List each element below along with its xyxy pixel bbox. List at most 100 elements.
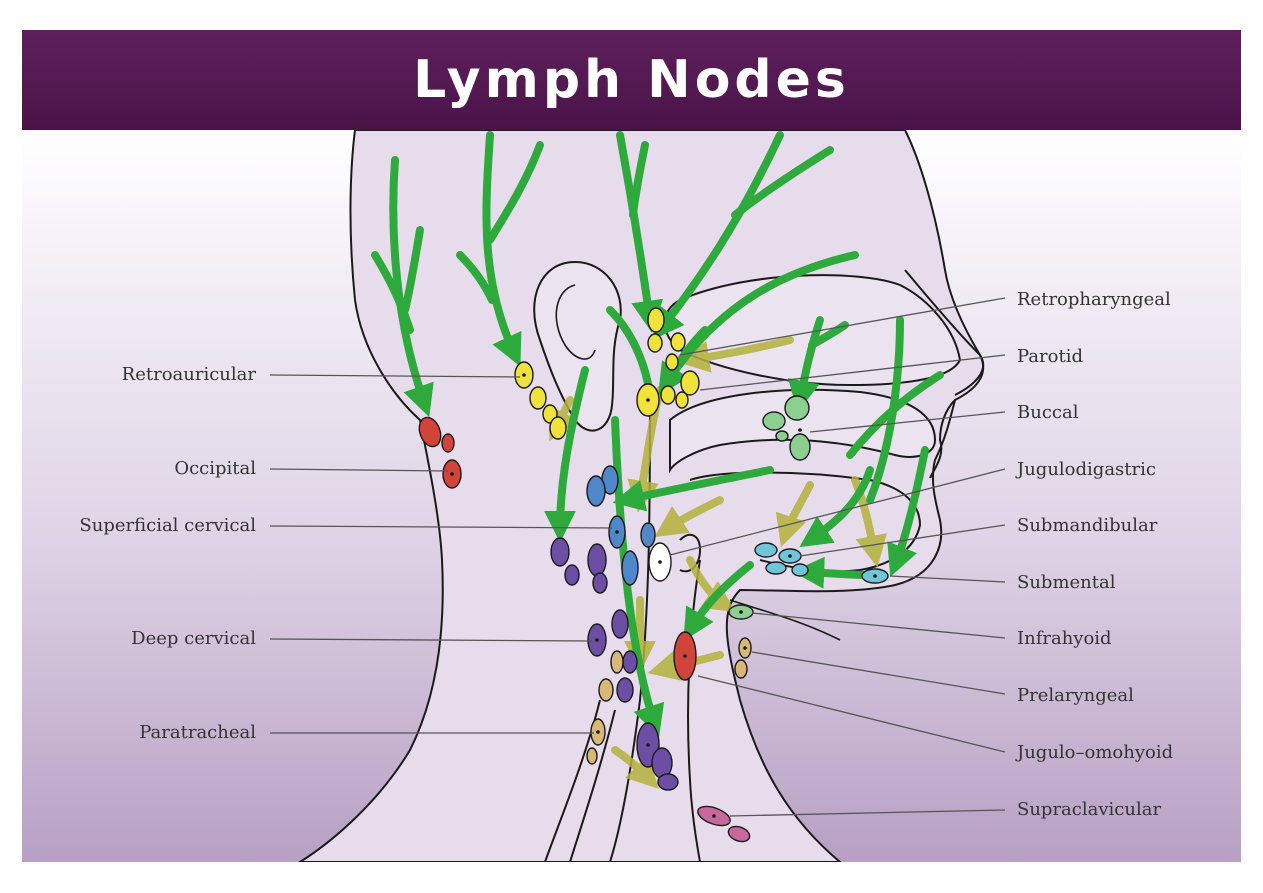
leader-supraclavicular bbox=[729, 809, 1006, 817]
green-arrow bbox=[544, 366, 589, 543]
nodes-paratracheal bbox=[586, 650, 624, 765]
node-paratracheal bbox=[610, 650, 624, 674]
node-deep-cervical bbox=[592, 572, 608, 594]
leader-prelaryngeal bbox=[751, 651, 1006, 695]
label-retroauricular: Retroauricular bbox=[121, 364, 256, 385]
node-superficial-cervical bbox=[586, 475, 606, 507]
node-superficial-cervical bbox=[640, 522, 656, 548]
green-arrows bbox=[371, 131, 944, 738]
node-buccal bbox=[789, 433, 811, 461]
oral-cavity bbox=[669, 388, 937, 474]
green-arrow bbox=[371, 251, 414, 334]
label-submandibular: Submandibular bbox=[1017, 515, 1158, 536]
node-occipital bbox=[441, 433, 455, 453]
green-arrow bbox=[612, 466, 774, 512]
label-retropharyngeal: Retropharyngeal bbox=[1017, 289, 1171, 310]
olive-arrow bbox=[686, 556, 736, 613]
green-arrow bbox=[808, 321, 849, 349]
olive-arrow bbox=[851, 476, 887, 568]
green-arrow bbox=[887, 446, 929, 577]
leader-parotid bbox=[699, 354, 1006, 391]
node-superficial-cervical bbox=[621, 550, 639, 586]
node-deep-cervical bbox=[622, 650, 638, 674]
label-jugulo-omohyoid: Jugulo–omohyoid bbox=[1017, 742, 1174, 763]
green-arrow bbox=[799, 466, 874, 548]
green-arrow bbox=[788, 316, 824, 413]
node-deep-cervical bbox=[611, 609, 629, 639]
green-arrow bbox=[482, 131, 522, 367]
node-deep-cervical bbox=[550, 537, 570, 567]
node-buccal bbox=[775, 430, 789, 442]
node-retroauricular bbox=[529, 386, 547, 410]
olive-arrow bbox=[775, 481, 814, 548]
leader-lines bbox=[269, 297, 1006, 817]
node-submandibular bbox=[791, 563, 809, 577]
node-paratracheal bbox=[586, 747, 598, 765]
label-deep-cervical: Deep cervical bbox=[131, 628, 256, 649]
node-supraclavicular bbox=[727, 825, 751, 843]
node-prelaryngeal bbox=[734, 659, 748, 679]
green-arrow bbox=[731, 146, 834, 219]
green-arrow bbox=[611, 416, 665, 738]
green-arrow bbox=[486, 141, 544, 244]
node-buccal bbox=[762, 411, 786, 431]
leader-jugulo-omohyoid bbox=[697, 675, 1006, 753]
nodes-submandibular bbox=[754, 542, 809, 577]
green-arrow bbox=[846, 371, 944, 459]
node-parotid bbox=[665, 353, 679, 371]
node-paratracheal bbox=[598, 678, 614, 702]
leader-deep-cervical bbox=[269, 638, 593, 642]
leader-buccal bbox=[809, 411, 1006, 433]
olive-arrow bbox=[677, 336, 794, 373]
green-arrow bbox=[792, 556, 874, 589]
green-arrow bbox=[629, 141, 649, 219]
node-retroauricular bbox=[549, 416, 567, 440]
node-deep-cervical bbox=[587, 543, 607, 577]
label-paratracheal: Paratracheal bbox=[139, 722, 256, 743]
esophagus-inner bbox=[569, 709, 616, 862]
label-superficial-cervical: Superficial cervical bbox=[79, 515, 256, 536]
label-submental: Submental bbox=[1017, 572, 1116, 593]
lips-outline bbox=[929, 399, 956, 479]
green-arrow bbox=[683, 561, 754, 641]
green-arrow bbox=[456, 251, 496, 304]
leader-occipital bbox=[269, 468, 449, 472]
label-infrahyoid: Infrahyoid bbox=[1017, 628, 1112, 649]
node-parotid bbox=[647, 333, 663, 353]
leader-infrahyoid bbox=[751, 612, 1006, 639]
olive-arrow bbox=[611, 746, 660, 790]
leader-superficial-cervical bbox=[269, 525, 613, 529]
label-jugulodigastric: Jugulodigastric bbox=[1017, 459, 1156, 480]
green-arrow bbox=[668, 326, 709, 379]
green-arrow bbox=[616, 131, 664, 333]
label-supraclavicular: Supraclavicular bbox=[1017, 799, 1162, 820]
node-submandibular bbox=[754, 542, 778, 558]
label-parotid: Parotid bbox=[1017, 346, 1083, 367]
leader-submandibular bbox=[799, 524, 1006, 557]
ear-outline bbox=[533, 260, 622, 432]
leader-submental bbox=[889, 575, 1006, 583]
label-buccal: Buccal bbox=[1017, 402, 1079, 423]
green-arrow bbox=[389, 156, 434, 418]
title-bar: Lymph Nodes bbox=[22, 30, 1241, 130]
node-submandibular bbox=[765, 561, 787, 575]
ear-inner bbox=[555, 284, 596, 360]
node-occipital bbox=[418, 416, 442, 448]
node-parotid bbox=[647, 307, 665, 333]
node-jugulo-omohyoid bbox=[657, 773, 679, 791]
node-dots bbox=[450, 373, 877, 818]
node-buccal bbox=[784, 395, 810, 421]
nodes-prelaryngeal bbox=[734, 637, 752, 679]
green-arrow bbox=[401, 226, 424, 314]
node-parotid bbox=[675, 391, 689, 409]
leader-jugulodigastric bbox=[669, 468, 1006, 556]
diagram-title: Lymph Nodes bbox=[413, 50, 850, 110]
olive-arrow bbox=[654, 496, 724, 538]
node-parotid bbox=[670, 332, 686, 352]
node-parotid bbox=[680, 370, 700, 396]
nose-outline bbox=[904, 269, 985, 396]
node-parotid bbox=[660, 385, 676, 405]
leader-retropharyngeal bbox=[679, 297, 1006, 356]
